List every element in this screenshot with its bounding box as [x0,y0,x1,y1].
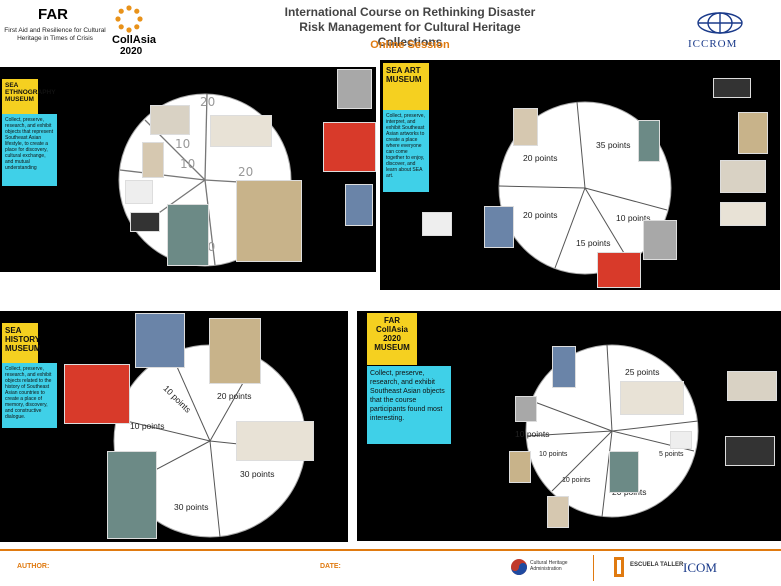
far-slice-label-3: 10 points [539,451,568,458]
photo-figurine [345,184,373,226]
history-desc: Collect, preserve, research, and exhibit… [2,363,57,428]
collasia-year: 2020 [120,46,143,57]
iccrom-text: ICCROM [688,38,738,50]
photo-bronze-statue [167,204,209,266]
collasia-sun-icon [115,5,143,33]
photo-red-painting [323,122,376,172]
session-label: Online Session [370,39,450,51]
photo-woman-portrait [209,318,261,384]
photo-bowls [150,105,190,135]
collasia-name: CollAsia [112,34,157,46]
photo-bronze-statue [609,451,639,493]
org-escuela-taller: ESCUELA TALLER [630,562,684,568]
photo-bronze-statue [107,451,157,539]
photo-woman-portrait [509,451,531,483]
photo-ladle [547,496,569,528]
art-pie [498,101,672,275]
photo-bronze-statue [638,120,660,162]
art-slice-label-1: 35 points [596,140,631,150]
art-slice-label-3: 20 points [523,210,558,220]
footer-divider [0,549,781,551]
panel-art: SEA ART MUSEUM Collect, preserve, interp… [380,60,780,290]
history-slice-label-5: 30 points [174,502,209,512]
art-desc: Collect, preserve, interpret, and exhibi… [383,110,429,192]
photo-manuscript [620,381,684,415]
photo-manuscript [720,202,766,226]
photo-woman-portrait [236,180,302,262]
org-icom: ICOM [683,560,717,575]
panel-ethnography: SEA ETHNOGRAPHY MUSEUM Collect, preserve… [0,67,376,272]
photo-shell [725,436,775,466]
korea-cha-logo-icon [511,559,527,575]
far-slice-label-5: 5 points [659,451,684,458]
org-cha-name: Cultural Heritage Administration [530,560,568,572]
panel-history: SEA HISTORY MUSEUM Collect, preserve, re… [0,311,348,542]
photo-bowls [720,160,766,193]
photo-manuscript [236,421,314,461]
far-subtitle: First Aid and Resilience for Cultural He… [4,27,106,42]
photo-figurine [552,346,576,388]
ethnography-hw-4: 20 [238,165,254,179]
far-museum-title: FAR CollAsia 2020 MUSEUM [367,313,417,365]
far-slice-label-2: 10 points [515,429,550,439]
ethnography-desc: Collect, preserve, research, and exhibit… [2,114,57,186]
panel-far: FAR CollAsia 2020 MUSEUM Collect, preser… [357,311,781,541]
ethnography-title: SEA ETHNOGRAPHY MUSEUM [2,79,56,119]
escuela-taller-logo-icon [614,557,624,577]
history-slice-label-3: 20 points [217,391,252,401]
photo-figurine [135,313,185,368]
art-slice-label-4: 10 points [616,213,651,223]
art-slice-label-5: 15 points [576,238,611,248]
iccrom-logo-icon [697,12,743,34]
photo-teacup [125,180,153,204]
photo-shell [713,78,751,98]
photo-red-painting [64,364,130,424]
author-label: AUTHOR: [17,563,50,570]
photo-manuscript [210,115,272,147]
date-label: DATE: [320,563,341,570]
far-slice-label-1: 25 points [625,367,660,377]
ethnography-hw-1: 20 [200,95,216,109]
photo-teacup [422,212,452,236]
far-logo-text: FAR [38,6,68,23]
photo-textile [515,396,537,422]
photo-textile [643,220,677,260]
far-slice-label-4: 10 points [562,477,591,484]
art-slice-label-2: 20 points [523,153,558,163]
photo-teacup [670,431,692,449]
footer-separator [593,555,594,581]
ethnography-hw-2: 10 [180,157,196,171]
ethnography-hw-3: 10 [175,137,191,151]
photo-red-painting [597,252,641,288]
history-slice-label-2: 10 points [130,421,165,431]
history-slice-label-4: 30 points [240,469,275,479]
photo-woman-portrait [738,112,768,154]
far-museum-desc: Collect, preserve, research, and exhibit… [367,366,451,444]
photo-textile [337,69,372,109]
photo-figurine [484,206,514,248]
course-title: International Course on Rethinking Disas… [284,5,536,49]
photo-shell [130,212,160,232]
photo-ladle [142,142,164,178]
photo-bowls [727,371,777,401]
photo-ladle [513,108,538,146]
